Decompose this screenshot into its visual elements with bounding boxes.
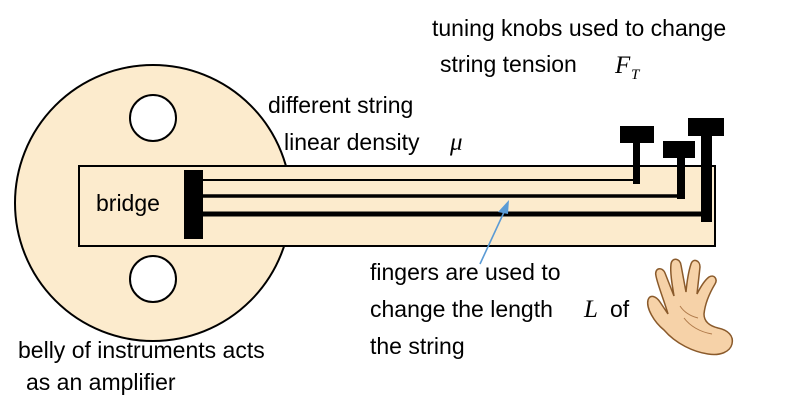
sound-hole-top bbox=[129, 94, 177, 142]
fingers-label-line3: the string bbox=[370, 333, 465, 359]
pointer-arrowhead bbox=[498, 200, 509, 214]
density-label-line2: linear density bbox=[284, 129, 420, 155]
density-symbol: μ bbox=[449, 129, 463, 156]
fingers-label-line2: change the length bbox=[370, 296, 553, 322]
tuning-knob-1 bbox=[620, 126, 654, 184]
tension-subscript: T bbox=[631, 67, 641, 83]
hand-icon bbox=[646, 258, 734, 356]
tuning-label-line1: tuning knobs used to change bbox=[432, 15, 726, 41]
belly-label-line2: as an amplifier bbox=[26, 369, 176, 395]
tuning-label-line2: string tension bbox=[440, 51, 577, 77]
belly-label-line1: belly of instruments acts bbox=[18, 337, 265, 363]
instrument-neck bbox=[78, 165, 716, 247]
bridge-bar bbox=[184, 170, 203, 239]
fingers-label-line1: fingers are used to bbox=[370, 259, 561, 285]
pointer-arrow bbox=[479, 209, 506, 265]
tension-symbol: F bbox=[614, 52, 631, 79]
sound-hole-bottom bbox=[129, 255, 177, 303]
density-label-line1: different string bbox=[268, 92, 413, 118]
tuning-knob-3 bbox=[688, 118, 724, 222]
bridge-label: bridge bbox=[96, 190, 160, 216]
tuning-knob-2 bbox=[663, 141, 695, 199]
length-symbol: L bbox=[583, 296, 598, 323]
fingers-label-line2-end: of bbox=[610, 296, 630, 322]
